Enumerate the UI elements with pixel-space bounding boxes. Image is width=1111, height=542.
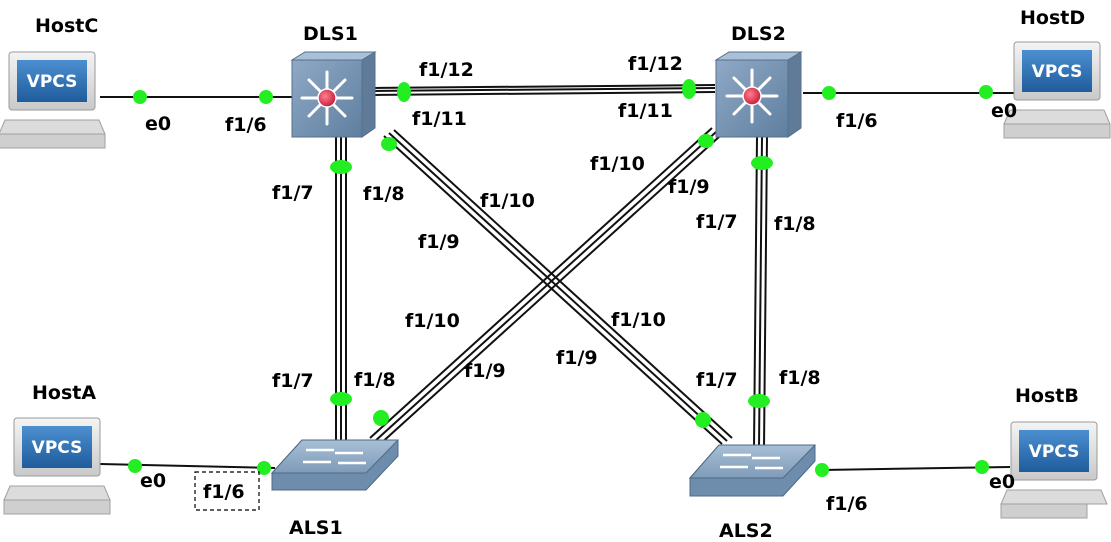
- monitor-icon: [17, 60, 87, 102]
- als2-port-f1-7: f1/7: [696, 369, 738, 391]
- port-dots: [128, 79, 993, 477]
- vpcs-badge: VPCS: [1029, 442, 1080, 462]
- hostb-port-label: e0: [989, 471, 1015, 493]
- port-dot-dls1-f1-10: [381, 137, 397, 151]
- als2-port-f1-10: f1/10: [611, 309, 666, 331]
- port-dot-als2-f1-10: [695, 412, 711, 428]
- dls2-port-f1-8: f1/8: [774, 213, 816, 235]
- port-dot-hostb-e0: [975, 460, 989, 474]
- port-dot-dls1-f1-6: [259, 90, 273, 104]
- port-dot-als1-f1-7-8: [330, 392, 352, 406]
- port-dot-dls1-f1-7-8: [330, 160, 352, 174]
- hosta-port-label: e0: [140, 470, 166, 492]
- hostc-label: HostC: [35, 15, 98, 37]
- port-dot-hosta-e0: [128, 459, 142, 473]
- switch-als2[interactable]: [688, 444, 817, 497]
- monitor-icon: [1019, 430, 1089, 472]
- monitor-icon: [1022, 50, 1092, 92]
- port-dot-dls2-f1-9: [698, 134, 714, 148]
- dls2-port-f1-11: f1/11: [618, 100, 673, 122]
- als1-port-f1-10: f1/10: [405, 310, 460, 332]
- vpcs-badge: VPCS: [1032, 62, 1083, 82]
- host-d[interactable]: VPCS: [1003, 41, 1111, 139]
- switch-dls2[interactable]: [714, 51, 803, 138]
- switch-als1[interactable]: [270, 439, 400, 491]
- host-b[interactable]: VPCS: [1000, 421, 1108, 519]
- port-dot-als1-f1-9: [373, 410, 389, 426]
- hostb-label: HostB: [1015, 385, 1079, 407]
- port-dot-dls1-f1-12: [397, 82, 411, 102]
- dls2-port-f1-6: f1/6: [836, 110, 878, 132]
- hostd-label: HostD: [1020, 7, 1085, 29]
- host-a[interactable]: VPCS: [3, 417, 111, 515]
- port-dot-dls2-f1-7-8: [751, 156, 773, 170]
- dls2-port-f1-7: f1/7: [696, 211, 738, 233]
- port-dot-hostd-e0: [979, 85, 993, 99]
- dls2-port-f1-9: f1/9: [668, 176, 710, 198]
- als1-port-f1-7: f1/7: [272, 370, 314, 392]
- port-dot-hostc-e0: [133, 90, 147, 104]
- vpcs-badge: VPCS: [32, 438, 83, 458]
- dls1-port-f1-10: f1/10: [480, 190, 535, 212]
- dls1-port-f1-12: f1/12: [419, 59, 474, 81]
- als2-port-f1-8: f1/8: [779, 367, 821, 389]
- port-dot-dls2-f1-6: [822, 86, 836, 100]
- switch-arrows-icon: [720, 453, 783, 470]
- switch-dls1[interactable]: [290, 51, 377, 138]
- links: [99, 84, 1015, 471]
- dls1-port-f1-6: f1/6: [225, 114, 267, 136]
- als1-port-f1-6: f1/6: [203, 481, 245, 503]
- port-dot-als2-f1-6: [815, 463, 829, 477]
- als1-port-f1-9: f1/9: [464, 360, 506, 382]
- port-dot-als2-f1-7-8: [748, 394, 770, 408]
- hostc-port-label: e0: [145, 113, 171, 135]
- link-dls2-als1[interactable]: [369, 127, 721, 447]
- host-c[interactable]: VPCS: [0, 51, 106, 149]
- switch-arrows-icon: [303, 448, 366, 465]
- dls1-port-f1-9: f1/9: [418, 231, 460, 253]
- als1-port-f1-8: f1/8: [354, 369, 396, 391]
- als2-port-f1-9: f1/9: [556, 347, 598, 369]
- hostd-port-label: e0: [991, 100, 1017, 122]
- link-dls1-dls2[interactable]: [372, 84, 716, 96]
- dls1-label: DLS1: [303, 23, 358, 45]
- selection-box[interactable]: [194, 471, 260, 511]
- dls1-port-f1-8: f1/8: [363, 183, 405, 205]
- dls2-label: DLS2: [731, 23, 786, 45]
- dls2-port-f1-10: f1/10: [590, 153, 645, 175]
- port-labels: e0 f1/6 f1/12 f1/11 f1/12 f1/11 f1/6 e0 …: [140, 53, 1017, 515]
- link-hosta-als1[interactable]: [99, 463, 276, 469]
- vpcs-badge: VPCS: [27, 72, 78, 92]
- dls2-port-f1-12: f1/12: [628, 53, 683, 75]
- hosta-label: HostA: [32, 382, 96, 404]
- als2-label: ALS2: [719, 520, 773, 542]
- als2-port-f1-6: f1/6: [826, 493, 868, 515]
- port-dot-dls2-f1-12: [682, 79, 696, 99]
- als1-label: ALS1: [289, 517, 343, 539]
- dls1-port-f1-7: f1/7: [272, 182, 314, 204]
- dls1-port-f1-11: f1/11: [412, 108, 467, 130]
- monitor-icon: [22, 426, 92, 468]
- link-dls1-als2[interactable]: [383, 129, 733, 445]
- port-dot-als1-f1-6: [257, 461, 271, 475]
